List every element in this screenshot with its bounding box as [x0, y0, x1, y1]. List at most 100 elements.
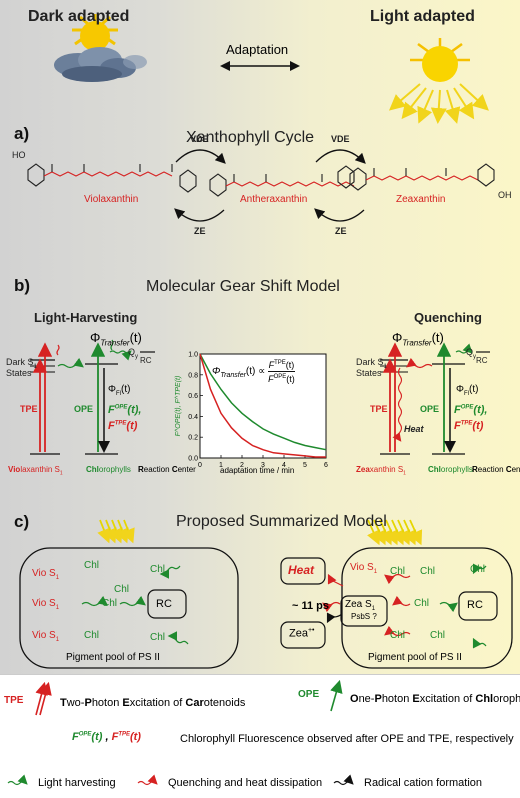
legend-ope-tag: OPE [298, 689, 320, 700]
heat-label-b: Heat [404, 424, 424, 434]
rc-left: RC [140, 356, 152, 365]
chart-x-tick-label: 5 [303, 462, 307, 469]
legend-text-fragment: xcitation of [129, 697, 186, 709]
legend-ope-text: One-Photon Excitation of Chlorophylls [350, 693, 520, 705]
phi-fl-left: ΦFl(t) [108, 384, 131, 397]
pigment-pool-right: Pigment pool of PS II [368, 652, 462, 663]
legend-text-fragment: Chl [475, 693, 494, 705]
states-left: States [6, 368, 32, 378]
chl-right-3: Chl [414, 598, 430, 609]
ps-time-label: ~ 11 ps [292, 600, 330, 612]
vio-s1-right: Vio S1 [350, 562, 378, 575]
chart-y-label: F^OPE(t), F^TPE(t) [175, 376, 182, 437]
section-c-title: Proposed Summarized Model [176, 513, 387, 530]
adaptation-label: Adaptation [226, 42, 289, 57]
chl-left-3: Chl [102, 598, 118, 609]
chart-x-tick-label: 0 [198, 462, 202, 469]
legend-text-fragment: wo- [66, 697, 85, 709]
vio-s1-left-2: Vio S1 [32, 598, 60, 611]
legend-text-fragment: hoton [91, 697, 123, 709]
rc-caption-right: Reaction Center [472, 465, 520, 474]
cycle-arrows-left [174, 149, 226, 222]
legend-text-fragment: T [60, 697, 67, 709]
chlorophylls-caption-right: Chlorophylls [428, 465, 473, 474]
ze-label-left: ZE [194, 226, 206, 236]
rc-caption-left: Reaction Center [138, 465, 196, 474]
legend-fluorescence-symbols: FOPE(t) , FTPE(t) [72, 731, 141, 743]
legend-text-fragment: orophylls [493, 693, 520, 705]
chart-series-ope [199, 353, 327, 451]
xanthophyll-molecules [27, 163, 495, 197]
violaxanthin-label: Violaxanthin [84, 194, 139, 205]
states-right: States [356, 368, 382, 378]
legend-text-fragment: otenoids [203, 697, 246, 709]
phi-transfer-left: ΦTransfer(t) [90, 330, 142, 348]
psbs-label: PsbS ? [351, 612, 377, 621]
rc-right: RC [476, 356, 488, 365]
ope-right: OPE [420, 404, 440, 414]
legend-text-fragment: O [350, 693, 359, 705]
chart-plot-area [199, 353, 327, 459]
antheraxanthin-label: Antheraxanthin [240, 194, 308, 205]
chl-right-6: Chl [470, 564, 486, 575]
chart-y-tick-label: 0.2 [188, 435, 198, 442]
left-pigment-pool [19, 519, 239, 669]
chl-right-4: Chl [390, 630, 406, 641]
chart-x-tick-label: 1 [219, 462, 223, 469]
zeaxanthin-caption: Zeaxanthin S1 [356, 465, 406, 477]
tpe-left: TPE [20, 404, 38, 414]
legend-fluorescence-text: Chlorophyll Fluorescence observed after … [180, 733, 514, 745]
zea-cation-box: Zea+• [289, 627, 315, 640]
chl-right-1: Chl [390, 566, 406, 577]
legend-text-fragment: hoton [381, 693, 413, 705]
heat-box: Heat [288, 563, 315, 577]
chl-left-1: Chl [84, 560, 100, 571]
ope-left: OPE [74, 404, 94, 414]
phi-fl-right: ΦFl(t) [456, 384, 479, 397]
ze-label-right: ZE [335, 226, 347, 236]
f-tpe-right: FTPE(t) [454, 420, 484, 432]
chart-series-tpe [199, 353, 326, 458]
cycle-arrows-right [314, 149, 366, 222]
bright-sun-icon [388, 38, 489, 124]
light-harvesting-heading: Light-Harvesting [34, 310, 138, 325]
violaxanthin-caption: Violaxanthin S1 [8, 465, 63, 477]
zea-s1-box: Zea S1 [345, 599, 376, 612]
f-ope-left: FOPE(t), [108, 404, 142, 416]
rc-box-left: RC [156, 598, 172, 610]
legend-black-wave: Radical cation formation [364, 777, 483, 789]
legend-tpe-text: Two-Photon Excitation of Carotenoids [60, 697, 245, 709]
right-pigment-pool [280, 519, 513, 669]
light-adapted-label: Light adapted [370, 8, 475, 25]
cloud-icon [54, 47, 147, 82]
legend-red-wave: Quenching and heat dissipation [168, 777, 323, 789]
section-b-title: Molecular Gear Shift Model [146, 278, 340, 295]
chl-right-2: Chl [420, 566, 436, 577]
chl-left-2: Chl [114, 584, 130, 595]
chart-xlabel: adaptation time / min [220, 466, 295, 475]
legend-text-fragment: E [412, 693, 420, 705]
legend-tpe-tag: TPE [4, 695, 24, 706]
oh-label: OH [498, 190, 512, 200]
chlorophylls-caption-left: Chlorophylls [86, 465, 131, 474]
chl-left-4: Chl [84, 630, 100, 641]
chart-y-tick-label: 1.0 [188, 352, 198, 359]
chart-y-tick-label: 0.6 [188, 393, 198, 400]
quenching-heading: Quenching [414, 310, 482, 325]
zeaxanthin-label: Zeaxanthin [396, 194, 446, 205]
right-energy-diagram [380, 342, 490, 455]
section-a-title: Xanthophyll Cycle [186, 129, 315, 146]
vde-label-left: VDE [190, 134, 209, 144]
legend-text-fragment: ne- [358, 693, 375, 705]
dark-s1-right: Dark S1 [356, 357, 387, 370]
chl-right-5: Chl [430, 630, 446, 641]
section-c-letter: c) [14, 512, 30, 531]
chart-annotation: ΦTransfer(t) ∝ FTPE(t)FOPE(t) [212, 360, 295, 384]
chart-x-tick-label: 2 [240, 462, 244, 469]
vio-s1-left-1: Vio S1 [32, 568, 60, 581]
dark-sun-icon [72, 14, 118, 51]
qy-right: Qy [466, 347, 477, 360]
chart-x-tick-label: 4 [282, 462, 286, 469]
rc-box-right: RC [467, 599, 483, 611]
